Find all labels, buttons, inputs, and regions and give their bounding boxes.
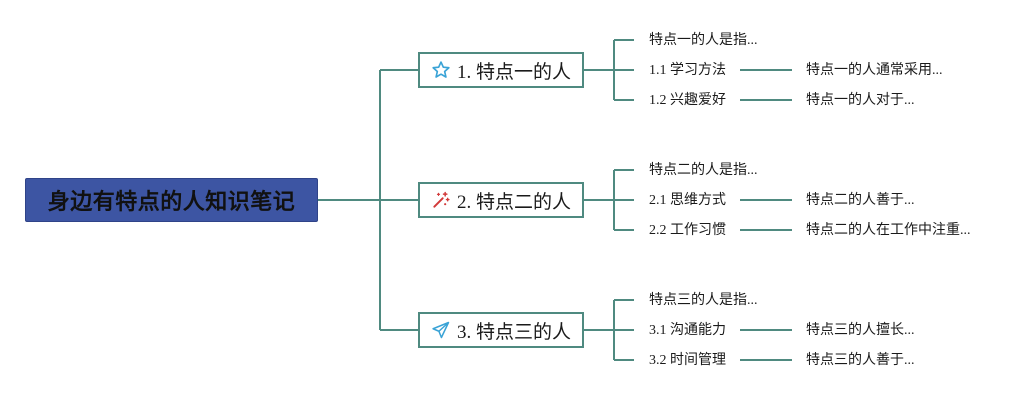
magic-wand-icon xyxy=(431,190,451,210)
branch-node-1[interactable]: 1. 特点一的人 xyxy=(418,52,584,88)
sub-topic-3-1[interactable]: 3.1 沟通能力 xyxy=(649,323,726,338)
sub-detail-3-2[interactable]: 特点三的人善于... xyxy=(806,353,915,368)
sub-detail-1-2[interactable]: 特点一的人对于... xyxy=(806,93,915,108)
branch-node-2[interactable]: 2. 特点二的人 xyxy=(418,182,584,218)
sub-topic-1-1[interactable]: 1.1 学习方法 xyxy=(649,63,726,78)
sub-topic-2-1[interactable]: 2.1 思维方式 xyxy=(649,193,726,208)
branch-1-intro[interactable]: 特点一的人是指... xyxy=(649,33,758,48)
branch-1-title: 1. 特点一的人 xyxy=(456,61,571,83)
sub-detail-2-1[interactable]: 特点二的人善于... xyxy=(806,193,915,208)
sub-topic-1-2[interactable]: 1.2 兴趣爱好 xyxy=(649,93,726,108)
star-icon xyxy=(431,60,451,80)
sub-topic-3-2[interactable]: 3.2 时间管理 xyxy=(649,353,726,368)
root-title: 身边有特点的人知识笔记 xyxy=(47,190,296,215)
branch-2-leaf-connector xyxy=(584,169,634,231)
branch-node-3[interactable]: 3. 特点三的人 xyxy=(418,312,584,348)
sub-topic-2-2[interactable]: 2.2 工作习惯 xyxy=(649,223,726,238)
branch-3-intro[interactable]: 特点三的人是指... xyxy=(649,293,758,308)
branch-2-title: 2. 特点二的人 xyxy=(456,191,571,213)
sub-detail-3-1[interactable]: 特点三的人擅长... xyxy=(806,323,915,338)
root-node[interactable]: 身边有特点的人知识笔记 xyxy=(25,178,318,222)
branch-2-intro[interactable]: 特点二的人是指... xyxy=(649,163,758,178)
sub-detail-2-2[interactable]: 特点二的人在工作中注重... xyxy=(806,223,971,238)
branch-3-title: 3. 特点三的人 xyxy=(456,321,571,343)
sub-detail-1-1[interactable]: 特点一的人通常采用... xyxy=(806,63,943,78)
paper-plane-icon xyxy=(431,320,451,340)
branch-3-leaf-connector xyxy=(584,299,634,361)
branch-1-leaf-connector xyxy=(584,39,634,101)
